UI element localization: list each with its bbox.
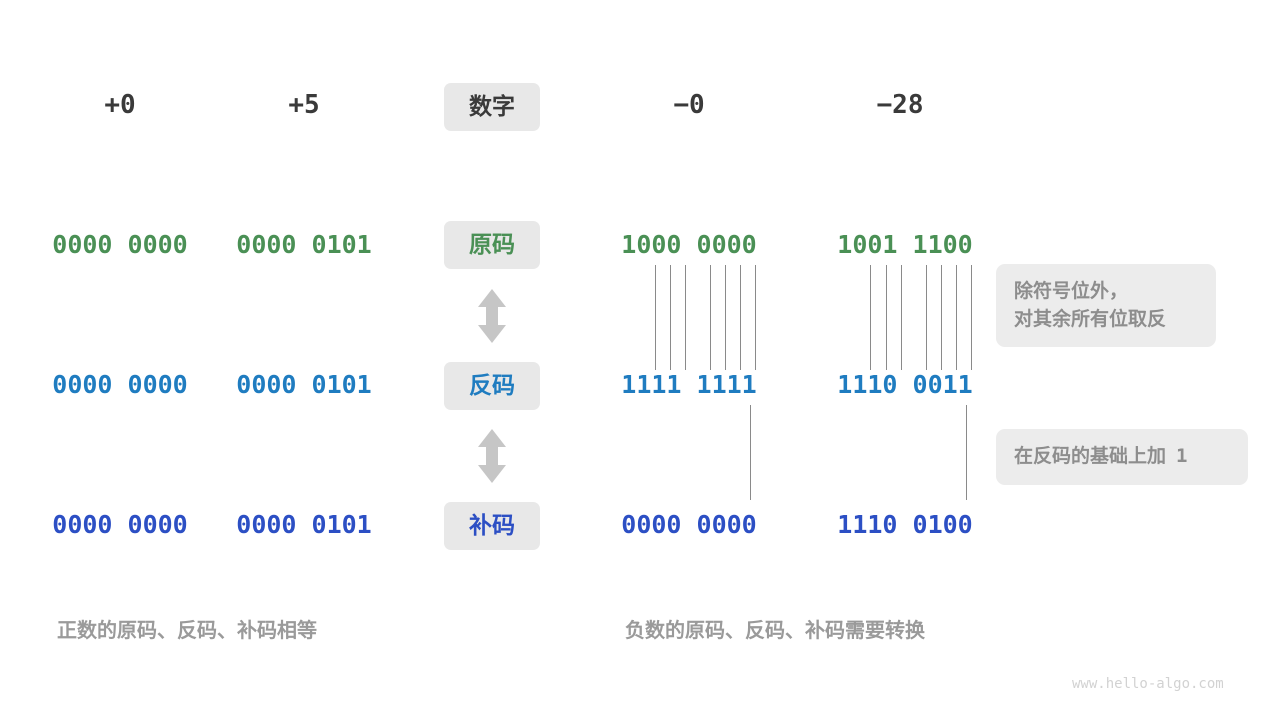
connector-line bbox=[755, 265, 756, 370]
connector-line bbox=[956, 265, 957, 370]
connector-line bbox=[655, 265, 656, 370]
connector-line bbox=[740, 265, 741, 370]
bits-yuan-pos-five: 0000 0101 bbox=[236, 230, 372, 259]
column-header-pos-zero: +0 bbox=[104, 90, 136, 120]
note-invert-bits: 除符号位外， 对其余所有位取反 bbox=[996, 264, 1216, 348]
bits-bu-neg-zero: 0000 0000 bbox=[621, 510, 757, 539]
row-label-bu: 补码 bbox=[444, 502, 540, 550]
bits-bu-pos-zero: 0000 0000 bbox=[52, 510, 188, 539]
bits-bu-neg-28: 1110 0100 bbox=[837, 510, 973, 539]
caption-negative: 负数的原码、反码、补码需要转换 bbox=[625, 620, 925, 642]
bits-fan-pos-zero: 0000 0000 bbox=[52, 370, 188, 399]
note-add-one-text: 在反码的基础上加 bbox=[1014, 446, 1167, 467]
column-header-neg-28: −28 bbox=[876, 90, 924, 120]
double-arrow-fan-bu-icon bbox=[475, 428, 509, 489]
connector-line bbox=[971, 265, 972, 370]
caption-positive: 正数的原码、反码、补码相等 bbox=[57, 620, 317, 642]
bits-fan-neg-zero: 1111 1111 bbox=[621, 370, 757, 399]
note-add-one-value: 1 bbox=[1176, 445, 1188, 467]
row-label-number: 数字 bbox=[444, 83, 540, 131]
double-arrow-yuan-fan-icon bbox=[475, 288, 509, 349]
connector-line bbox=[966, 405, 967, 500]
bits-fan-neg-28: 1110 0011 bbox=[837, 370, 973, 399]
row-label-fan: 反码 bbox=[444, 362, 540, 410]
connector-line bbox=[886, 265, 887, 370]
bits-fan-pos-five: 0000 0101 bbox=[236, 370, 372, 399]
connector-line bbox=[926, 265, 927, 370]
connector-line bbox=[685, 265, 686, 370]
bits-yuan-pos-zero: 0000 0000 bbox=[52, 230, 188, 259]
note-add-one: 在反码的基础上加 1 bbox=[996, 429, 1248, 485]
connector-line bbox=[901, 265, 902, 370]
bits-bu-pos-five: 0000 0101 bbox=[236, 510, 372, 539]
watermark: www.hello-algo.com bbox=[1072, 676, 1224, 692]
connector-line bbox=[870, 265, 871, 370]
column-header-pos-five: +5 bbox=[288, 90, 320, 120]
bits-yuan-neg-zero: 1000 0000 bbox=[621, 230, 757, 259]
row-label-yuan: 原码 bbox=[444, 221, 540, 269]
connector-line bbox=[941, 265, 942, 370]
connector-line bbox=[750, 405, 751, 500]
column-header-neg-zero: −0 bbox=[673, 90, 705, 120]
connector-line bbox=[670, 265, 671, 370]
bits-yuan-neg-28: 1001 1100 bbox=[837, 230, 973, 259]
connector-line bbox=[725, 265, 726, 370]
connector-line bbox=[710, 265, 711, 370]
